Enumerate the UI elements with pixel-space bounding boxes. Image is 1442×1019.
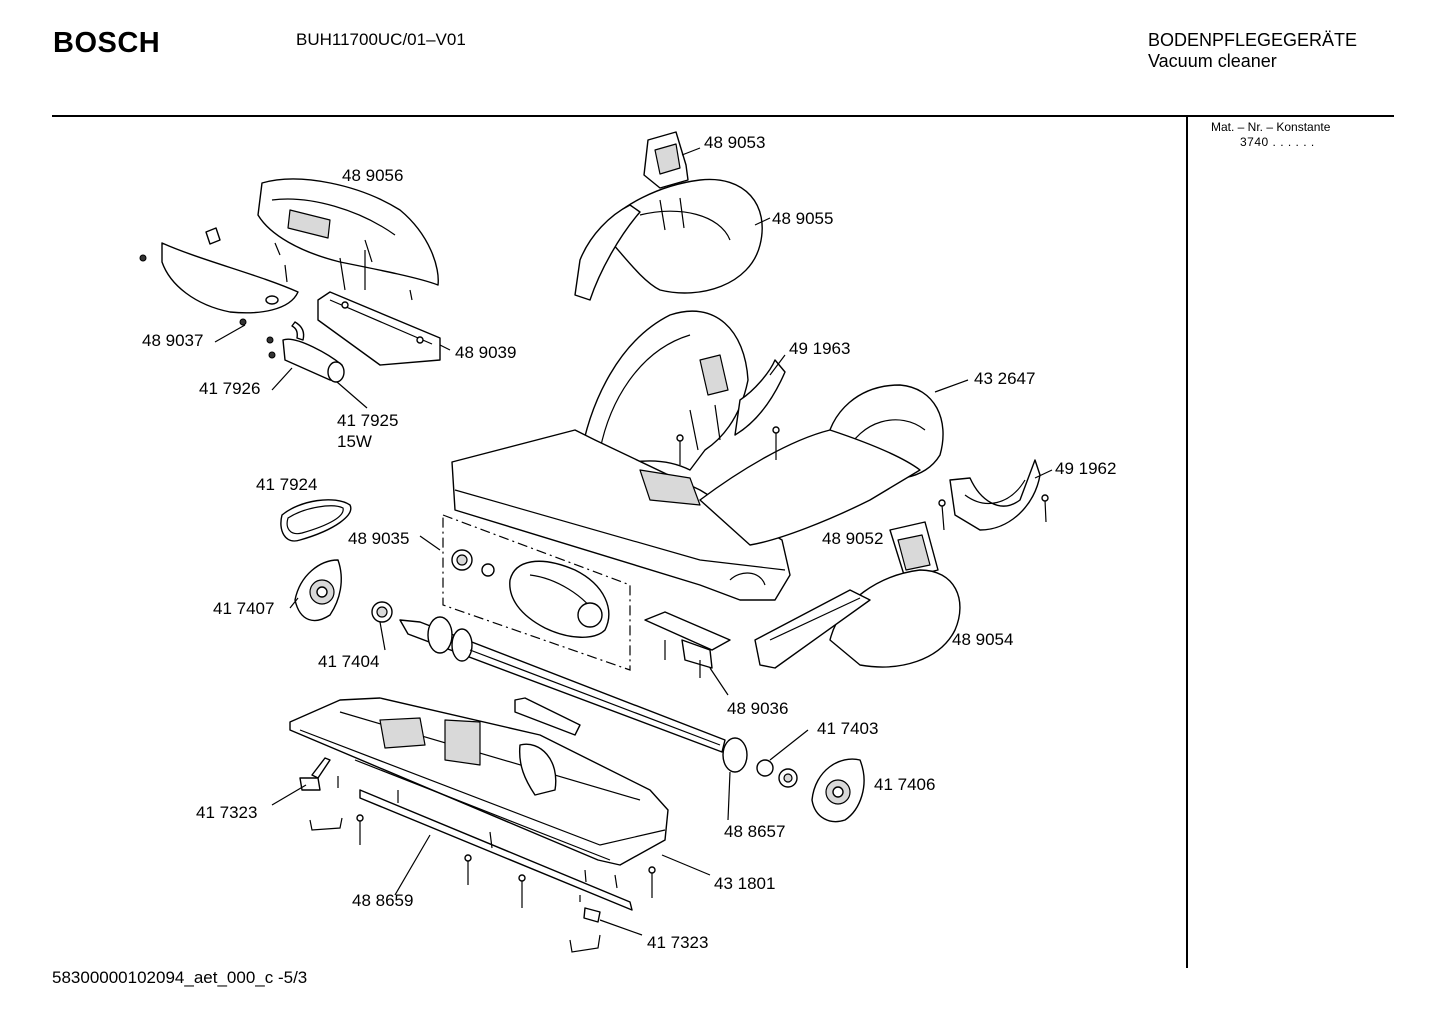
part-label-489056: 48 9056 [342,166,403,185]
part-label-417925: 41 7925 [337,411,398,430]
part-cover-489056 [257,178,439,286]
part-belt-417924 [280,499,352,542]
part-label-432647: 43 2647 [974,369,1035,388]
part-handle-489053 [643,131,689,189]
part-label-489035: 48 9035 [348,529,409,548]
part-label-491962: 49 1962 [1055,459,1116,478]
part-bracket-491962 [938,459,1049,531]
part-base-431801 [289,697,669,866]
part-label-489054: 48 9054 [952,630,1013,649]
part-label-417323-upper: 41 7323 [196,803,257,822]
part-label-417404: 41 7404 [318,652,379,671]
document-code: 58300000102094_aet_000_c -5/3 [52,968,308,987]
exploded-parts-diagram: 48 9053 48 9056 48 9055 48 9037 48 9039 … [139,131,1116,953]
part-brush-roll [399,616,748,773]
part-label-489039: 48 9039 [455,343,516,362]
part-housing-489055 [574,178,763,301]
part-lamp-417925 [266,321,345,383]
part-lens-489037 [139,227,299,326]
part-label-431801: 43 1801 [714,874,775,893]
category-english: Vacuum cleaner [1148,51,1277,71]
part-board-489036 [644,611,731,678]
part-end-cap-417406 [811,758,865,823]
part-label-489052: 48 9052 [822,529,883,548]
part-label-489053: 48 9053 [704,133,765,152]
part-label-489055: 48 9055 [772,209,833,228]
part-label-417403: 41 7403 [817,719,878,738]
header-divider [52,115,1394,117]
model-number: BUH11700UC/01–V01 [296,30,466,49]
part-label-417406: 41 7406 [874,775,935,794]
part-label-417323-lower: 41 7323 [647,933,708,952]
part-end-cap-417407 [294,559,342,622]
part-label-417924: 41 7924 [256,475,317,494]
part-label-15w: 15W [337,432,372,451]
material-number-value: 3740 . . . . . . [1240,135,1315,149]
material-number-heading: Mat. – Nr. – Konstante [1211,120,1331,134]
part-label-488657: 48 8657 [724,822,785,841]
part-nozzle-body [451,429,921,601]
category-german: BODENPFLEGEGERÄTE [1148,30,1358,50]
part-bracket-489039 [284,250,441,366]
brand-logo: BOSCH [53,27,161,59]
part-label-489037: 48 9037 [142,331,203,350]
part-label-491963: 49 1963 [789,339,850,358]
part-label-488659: 48 8659 [352,891,413,910]
part-strip-488659 [359,789,633,911]
part-housing-491963 [579,310,786,476]
part-housing-489054 [754,569,961,669]
part-bearing-417403 [756,759,798,788]
side-panel-divider [1186,116,1188,968]
screw-set [337,426,780,908]
part-clip-417323 [299,757,601,953]
part-label-489036: 48 9036 [727,699,788,718]
part-motor-assembly-489035 [442,514,631,671]
part-label-417407: 41 7407 [213,599,274,618]
part-label-417926: 41 7926 [199,379,260,398]
part-bearing-417404 [371,601,393,623]
part-handle-489052 [889,521,939,579]
leader-lines [214,147,1053,936]
